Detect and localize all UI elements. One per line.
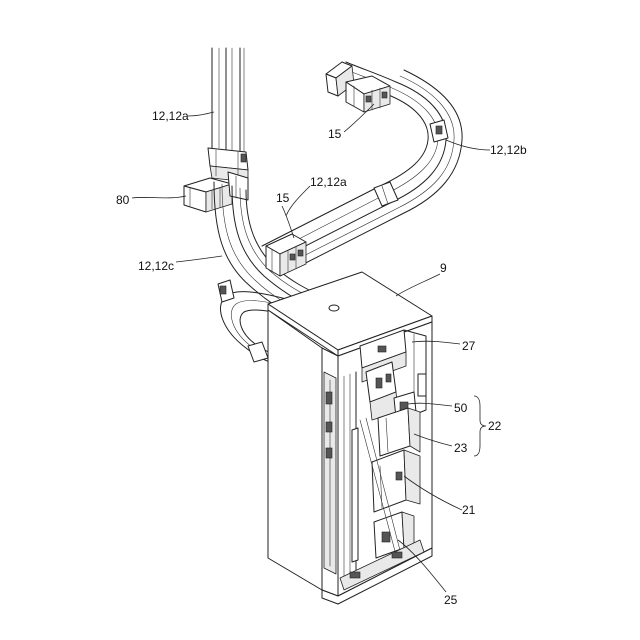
- label-group-22: 22: [488, 419, 502, 433]
- label-part-27: 27: [462, 339, 476, 353]
- label-rail-curve-lower: 12,12c: [138, 259, 174, 273]
- label-top-plate: 9: [440, 261, 447, 275]
- label-unit-80: 80: [116, 193, 130, 207]
- carriage-15-lower: [266, 234, 306, 276]
- label-rail-upper: 12,12a: [310, 175, 347, 189]
- label-carriage-lower: 15: [276, 191, 290, 205]
- label-carriage-upper: 15: [328, 127, 342, 141]
- side-panel: [268, 310, 322, 590]
- label-rail-curve-right: 12,12b: [490, 143, 527, 157]
- label-rail-vertical: 12,12a: [152, 109, 189, 123]
- rail-bracket-mid: [374, 182, 398, 206]
- label-part-50: 50: [454, 401, 468, 415]
- label-part-21: 21: [462, 503, 476, 517]
- label-part-25: 25: [444, 593, 458, 607]
- carriage-15-upper: [346, 76, 390, 112]
- label-part-23: 23: [454, 441, 468, 455]
- cabinet: [268, 272, 432, 604]
- rail-bracket-right: [430, 120, 448, 142]
- vertical-rail: [212, 48, 244, 152]
